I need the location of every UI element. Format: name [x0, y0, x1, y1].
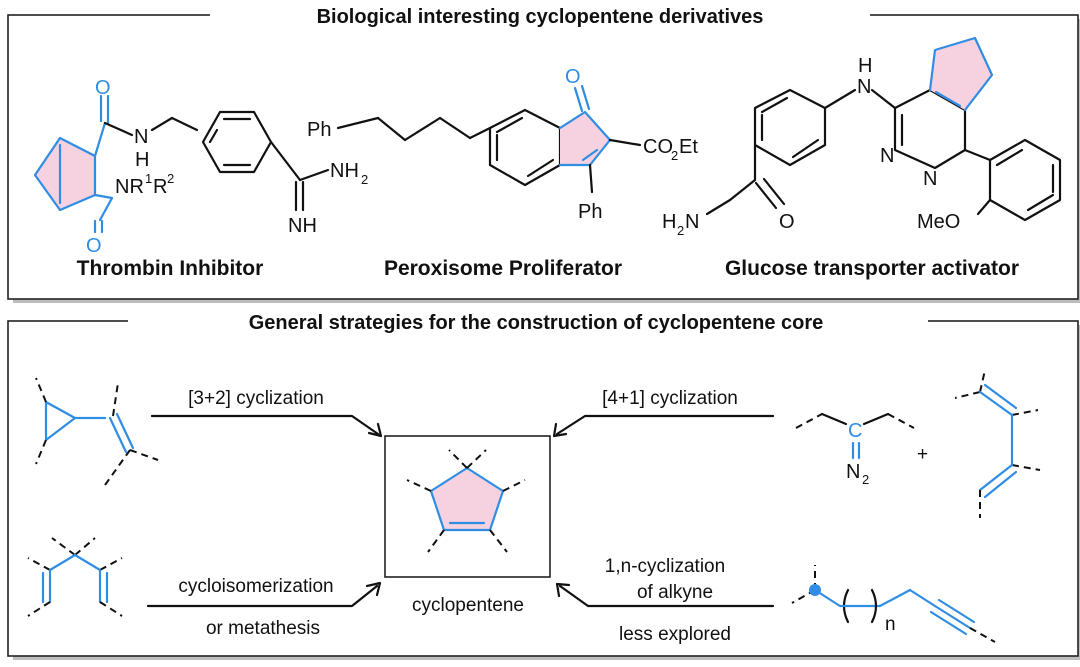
bottom-panel: General strategies for the construction … — [7, 310, 1080, 660]
atom-h2n-h: H — [662, 211, 676, 233]
atom-ph-bottom: Ph — [578, 201, 602, 223]
compound-name-thrombin-inhibitor: Thrombin Inhibitor — [77, 257, 264, 280]
atom-co2-sub: 2 — [671, 148, 678, 163]
route-3-2-arrow — [150, 414, 380, 436]
route-4-1-arrow — [555, 414, 775, 436]
route-alkyne-substrate: n — [791, 565, 996, 643]
atom-n-pyridazine-2: N — [923, 168, 937, 190]
plus-sign: + — [917, 444, 928, 465]
route-3-2-label: [3+2] cyclization — [188, 388, 324, 409]
atom-sup2: 2 — [167, 171, 174, 186]
atom-n-amide: N — [134, 126, 148, 148]
atom-carbene-c: C — [848, 420, 862, 442]
atom-imine-nh: NH — [288, 215, 317, 237]
atom-o-ketone: O — [565, 66, 581, 88]
atom-co2-et: Et — [679, 136, 698, 158]
atom-o-top: O — [95, 77, 111, 99]
atom-meo: MeO — [917, 211, 960, 233]
route-alkyne-arrow — [558, 584, 775, 608]
glucose-transporter-activator-structure: N H O H 2 N N N — [662, 36, 1062, 238]
atom-nh2: NH — [330, 160, 359, 182]
atom-nr: NR — [115, 176, 144, 198]
atom-ph-top: Ph — [307, 119, 331, 141]
atom-h-amide: H — [135, 149, 149, 171]
route-cyclo-substrate — [27, 537, 123, 617]
atom-sup1: 1 — [145, 171, 152, 186]
atom-n-pyridazine-1: N — [880, 145, 894, 167]
route-4-1-diene — [954, 369, 1041, 518]
route-alkyne-label-line2: of alkyne — [637, 582, 713, 603]
atom-co2: CO — [643, 136, 673, 158]
route-4-1-carbene: C N 2 — [795, 412, 915, 487]
atom-o-bottom: O — [86, 235, 102, 257]
atom-nh2-sub: 2 — [361, 172, 368, 187]
top-panel: Biological interesting cyclopentene deri… — [7, 4, 1080, 303]
atom-n-aniline: N — [857, 76, 871, 98]
route-alkyne-note: less explored — [619, 624, 731, 645]
top-panel-title: Biological interesting cyclopentene deri… — [317, 6, 764, 28]
atom-carbene-n: N — [846, 461, 860, 483]
atom-o-amide: O — [779, 211, 795, 233]
route-cyclo-label-line1: cycloisomerization — [178, 576, 333, 597]
route-alkyne-label-line1: 1,n-cyclization — [605, 556, 725, 577]
atom-r2: R — [153, 176, 167, 198]
compound-name-glucose-transporter-activator: Glucose transporter activator — [725, 257, 1019, 280]
subscript-n: n — [885, 614, 896, 635]
thrombin-inhibitor-structure: O N H NH 2 NH NR 1 R 2 — [33, 77, 368, 257]
bottom-panel-title: General strategies for the construction … — [249, 312, 824, 334]
cyclopentene-label: cyclopentene — [412, 595, 524, 616]
atom-h2n-n: N — [685, 211, 699, 233]
atom-h2n-sub: 2 — [677, 223, 684, 238]
cyclopentene-core — [384, 435, 551, 578]
compound-name-peroxisome-proliferator: Peroxisome Proliferator — [384, 257, 622, 280]
peroxisome-proliferator-structure: Ph O CO 2 Et Ph — [307, 66, 698, 223]
atom-carbene-n-sub: 2 — [862, 472, 869, 487]
route-4-1-label: [4+1] cyclization — [602, 388, 738, 409]
atom-h-aniline: H — [858, 55, 872, 77]
route-cyclo-label-line2: or metathesis — [206, 618, 320, 639]
route-3-2-substrate — [35, 377, 159, 486]
route-cyclo-arrow — [146, 584, 379, 608]
